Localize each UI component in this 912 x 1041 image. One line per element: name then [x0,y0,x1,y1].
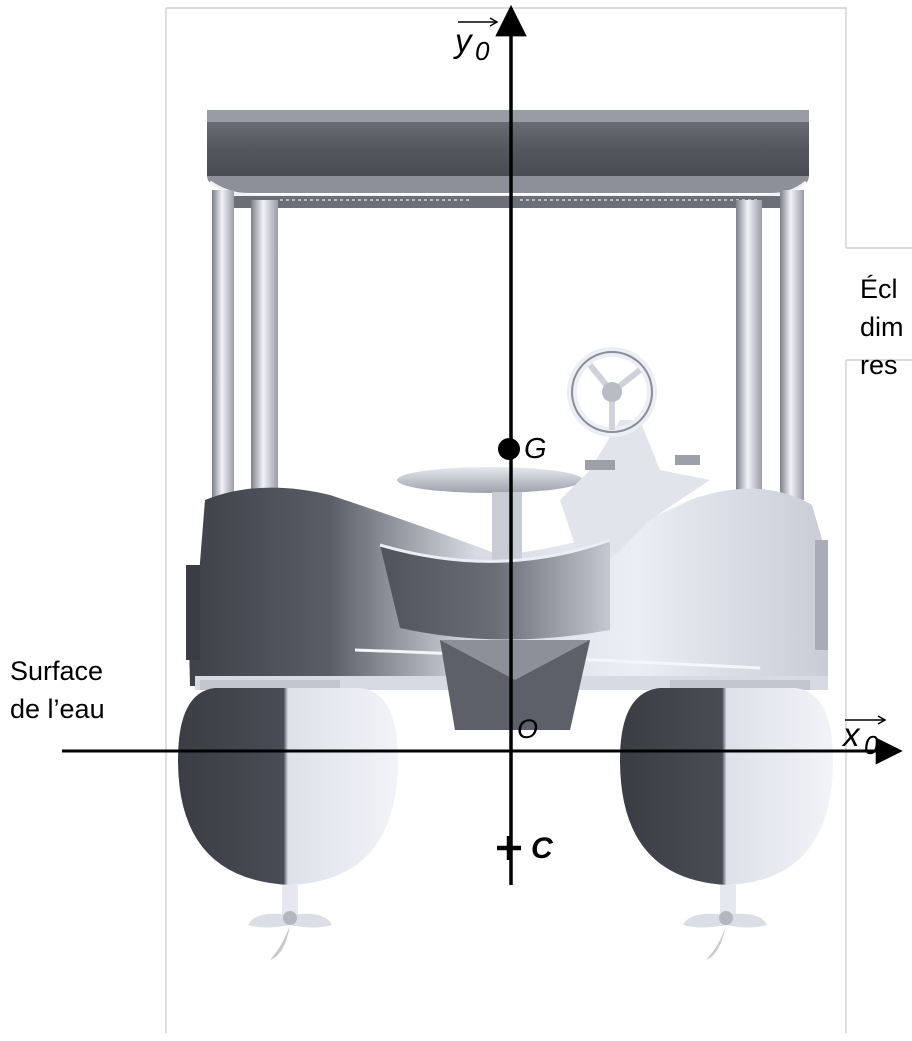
side-note: Écl dim res [860,270,904,384]
y0-axis-subscript: 0 [475,36,490,66]
right-float [620,680,833,960]
x0-axis-label: x 0 [841,715,887,760]
left-float [178,680,398,960]
boat-seat [397,467,583,572]
point-c-label: C [531,832,554,865]
water-surface-line1: Surface [10,656,104,686]
point-c-marker [497,836,521,860]
point-o-label: O [517,714,538,744]
point-g-marker [498,438,520,460]
point-g-label: G [524,433,547,465]
figure-frame [165,7,912,1033]
boat-roof [207,110,809,208]
water-surface-line2: de l’eau [10,694,105,724]
boat-front-panel [379,538,611,640]
boat-console [560,347,710,560]
y0-axis-label: y 0 [453,17,499,66]
boat-keel [440,640,590,730]
x0-axis-letter: x [841,716,861,753]
boat-pillars [212,190,804,500]
side-note-line3: res [860,350,898,380]
side-note-line2: dim [860,312,904,342]
x0-axis-subscript: 0 [864,730,879,760]
y0-axis-letter: y [453,22,474,59]
water-surface-label: Surface de l’eau [10,652,105,728]
side-note-line1: Écl [860,274,898,304]
